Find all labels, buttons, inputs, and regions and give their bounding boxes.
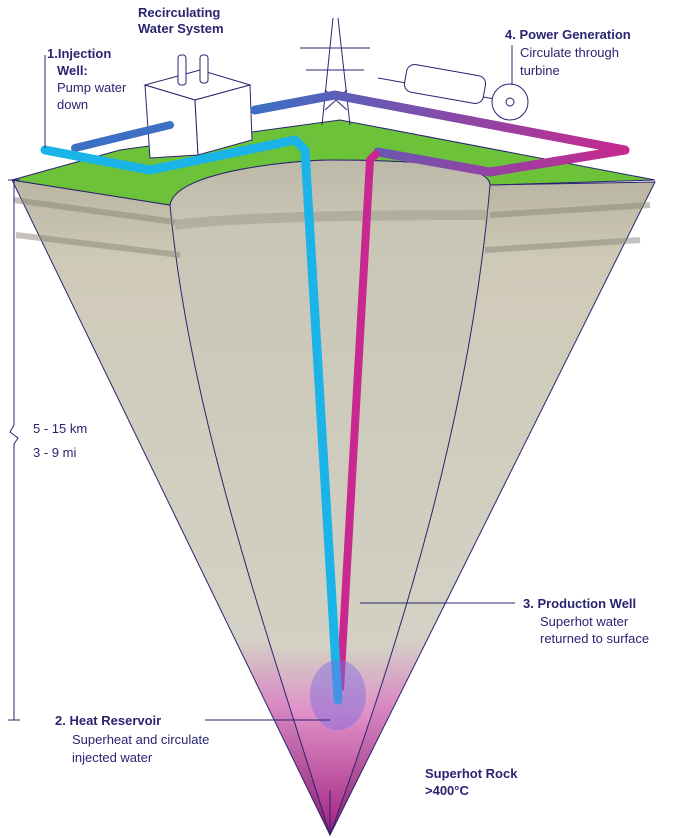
- return-pipe: [250, 90, 630, 177]
- production-desc-1: Superhot water: [540, 614, 629, 629]
- rock-label-2: >400°C: [425, 783, 469, 798]
- heat-reservoir-glow: [310, 660, 366, 730]
- building-icon: [143, 54, 253, 159]
- injection-desc-1: Pump water: [57, 80, 127, 95]
- rock-label-1: Superhot Rock: [425, 766, 518, 781]
- production-pipe: [336, 149, 381, 691]
- strata-band: [13, 197, 651, 258]
- injection-title-1: 1.Injection: [47, 46, 112, 61]
- ground-surface: [11, 119, 656, 206]
- inner-strata: [174, 210, 489, 230]
- turbine-icon: [377, 64, 529, 121]
- recirculating-title-2: Water System: [138, 21, 224, 36]
- production-title: 3. Production Well: [523, 596, 637, 611]
- power-title: 4. Power Generation: [505, 27, 631, 42]
- production-desc-2: returned to surface: [540, 631, 650, 646]
- power-desc-1: Circulate through: [520, 45, 619, 60]
- injection-desc-2: down: [57, 97, 89, 112]
- pump-pipe: [71, 121, 174, 152]
- reservoir-title: 2. Heat Reservoir: [55, 713, 162, 728]
- depth-mi: 3 - 9 mi: [33, 445, 77, 460]
- power-tower-icon: [300, 17, 370, 126]
- injection-title-2: Well:: [57, 63, 88, 78]
- injection-pipe: [40, 135, 343, 705]
- depth-scale-bar: [8, 179, 20, 721]
- power-desc-2: turbine: [520, 63, 560, 78]
- recirculating-title-1: Recirculating: [138, 5, 221, 20]
- reservoir-desc-1: Superheat and circulate: [72, 732, 210, 747]
- depth-km: 5 - 15 km: [33, 421, 88, 436]
- reservoir-desc-2: injected water: [72, 750, 153, 765]
